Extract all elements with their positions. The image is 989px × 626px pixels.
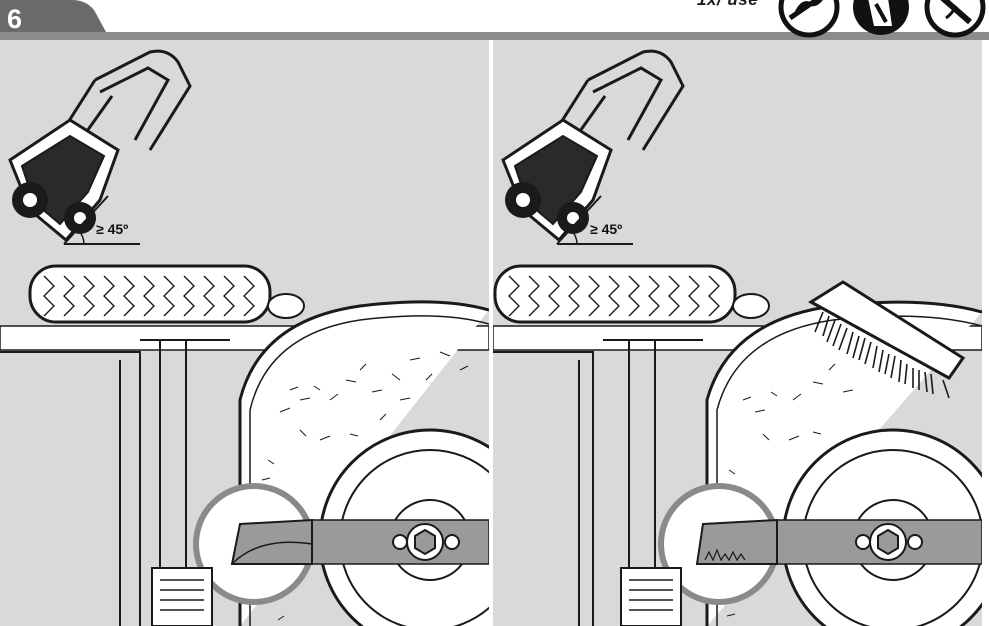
panel-before-cleaning: ≥ 45º bbox=[0, 40, 489, 626]
gloves-warning-icon bbox=[778, 0, 840, 38]
usage-frequency-label: 1x/ use bbox=[697, 0, 758, 10]
no-tool-icon bbox=[924, 0, 986, 38]
tilt-angle-label: ≥ 45º bbox=[96, 221, 129, 237]
header-bar-shape bbox=[0, 0, 989, 40]
panel-after-cleaning: ≥ 45º bbox=[493, 40, 982, 626]
protective-footwear-icon bbox=[853, 0, 909, 35]
illustration-mower-underside-brushing bbox=[493, 49, 982, 626]
step-number: 6 bbox=[7, 4, 23, 34]
tilt-angle-label: ≥ 45º bbox=[590, 221, 623, 237]
illustration-mower-underside-dirty bbox=[0, 49, 489, 626]
header-bar: 6 1x/ use bbox=[0, 0, 989, 40]
